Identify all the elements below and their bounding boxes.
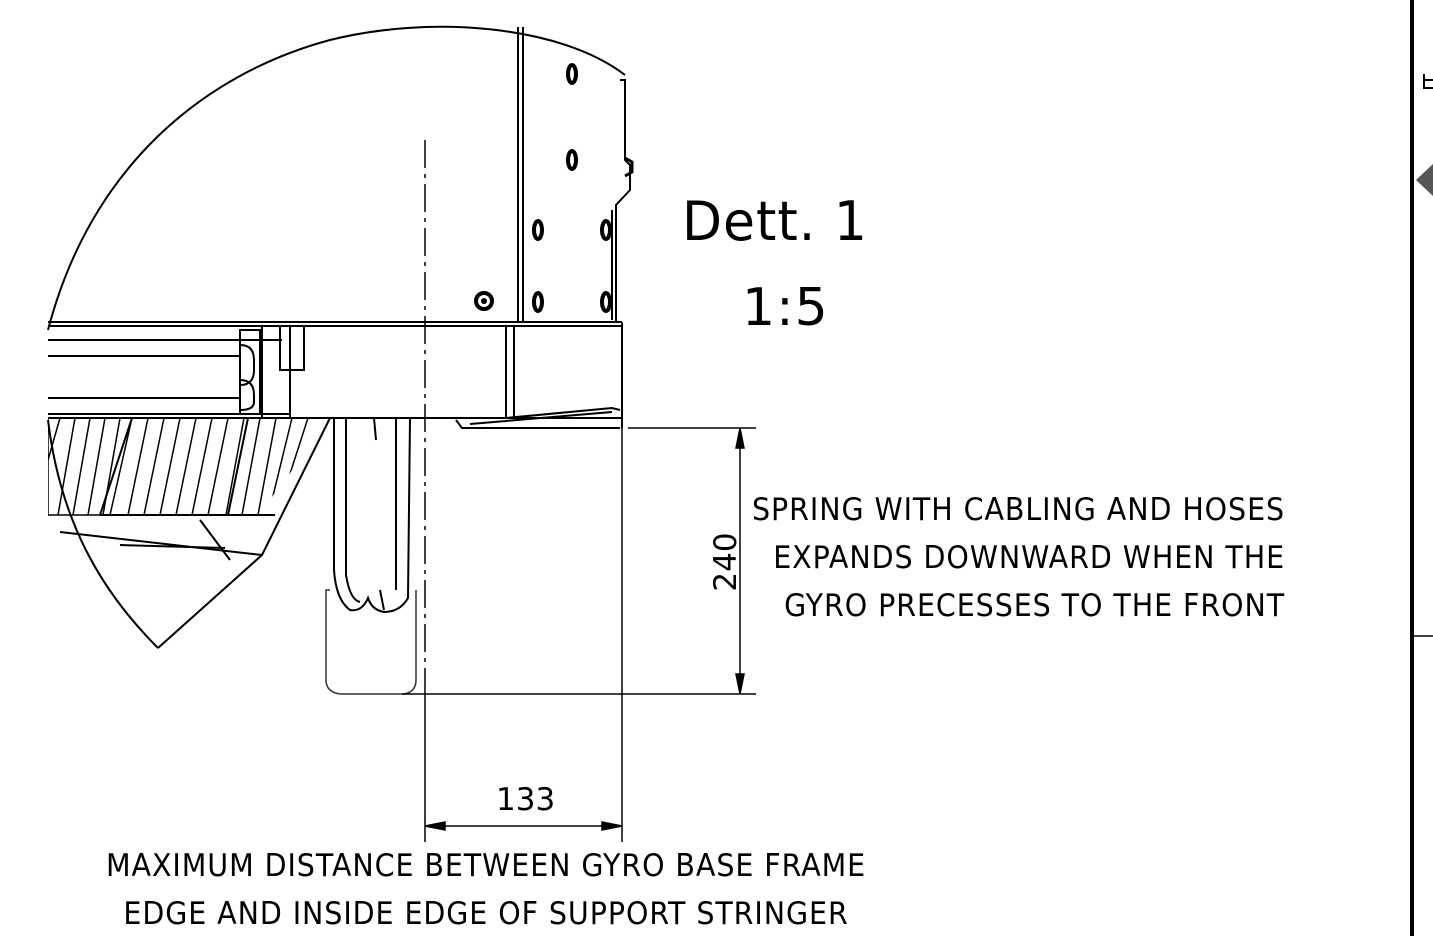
sheet-marker-icon: [1416, 164, 1433, 196]
frame-plate: [517, 27, 631, 322]
max-distance-note: MAXIMUM DISTANCE BETWEEN GYRO BASE FRAME…: [106, 842, 866, 938]
spring-note-line-1: SPRING WITH CABLING AND HOSES: [752, 492, 1286, 528]
spring-note-line-3: GYRO PRECESSES TO THE FRONT: [784, 588, 1286, 624]
spring-note-line-2: EXPANDS DOWNWARD WHEN THE: [773, 540, 1286, 576]
bolt-head-icon: [474, 291, 494, 311]
support-stringer: [59, 417, 331, 649]
dimension-horizontal-label: 133: [496, 782, 556, 818]
detail-scale: 1:5: [742, 278, 829, 338]
dimension-vertical-label: 240: [708, 532, 744, 592]
dimension-vertical: [402, 427, 756, 695]
detail-boundary-arc: [47, 25, 626, 331]
spring-cabling: [325, 417, 417, 695]
detail-title: Dett. 1: [682, 190, 868, 254]
spring-note: SPRING WITH CABLING AND HOSES EXPANDS DO…: [752, 486, 1285, 630]
base-frame: [48, 321, 623, 429]
max-distance-note-line-2: EDGE AND INSIDE EDGE OF SUPPORT STRINGER: [123, 896, 849, 932]
bolt-holes: [532, 63, 612, 313]
dimension-horizontal: [424, 428, 623, 842]
support-stringer-hatch: [48, 417, 309, 516]
detail-boundary-arc-lower: [47, 419, 159, 649]
max-distance-note-line-1: MAXIMUM DISTANCE BETWEEN GYRO BASE FRAME: [106, 848, 867, 884]
sheet-border: [1410, 0, 1433, 936]
